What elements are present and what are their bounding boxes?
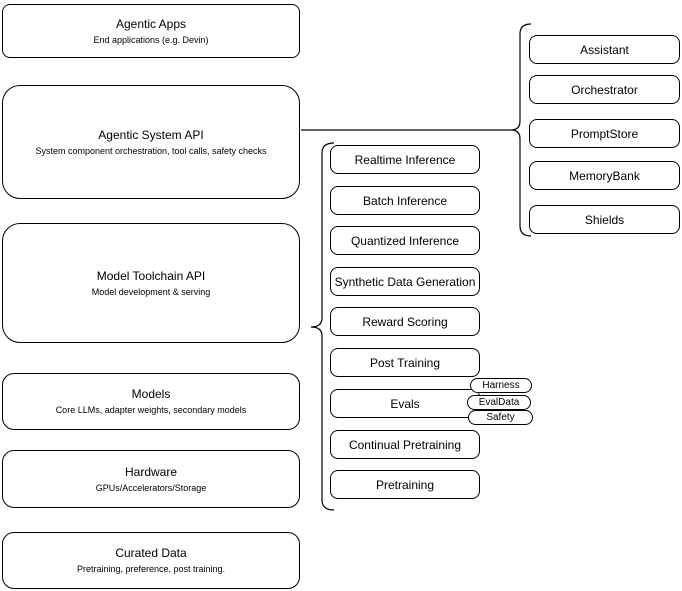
- node-subtitle: Pretraining, preference, post training.: [76, 564, 226, 574]
- node-agentic-system-api: Agentic System API System component orch…: [2, 85, 300, 199]
- node-label: Orchestrator: [571, 82, 638, 97]
- node-reward-scoring: Reward Scoring: [330, 307, 480, 336]
- node-title: Agentic System API: [98, 127, 204, 142]
- node-orchestrator: Orchestrator: [529, 75, 680, 104]
- node-title: Model Toolchain API: [96, 268, 206, 283]
- node-label: Quantized Inference: [350, 233, 460, 248]
- node-hardware: Hardware GPUs/Accelerators/Storage: [2, 450, 300, 508]
- node-batch-inference: Batch Inference: [330, 186, 480, 215]
- node-curated-data: Curated Data Pretraining, preference, po…: [2, 532, 300, 589]
- node-continual-pretraining: Continual Pretraining: [330, 430, 480, 459]
- node-label: Reward Scoring: [362, 314, 448, 329]
- node-synthetic-data-generation: Synthetic Data Generation: [330, 267, 480, 296]
- pill-harness: Harness: [470, 378, 532, 393]
- node-title: Models: [131, 387, 171, 401]
- node-model-toolchain-api: Model Toolchain API Model development & …: [2, 223, 300, 343]
- node-title: Curated Data: [115, 546, 187, 560]
- pill-evaldata: EvalData: [467, 395, 531, 410]
- node-label: Realtime Inference: [354, 152, 456, 167]
- node-label: Shields: [584, 212, 625, 227]
- pill-label: EvalData: [478, 397, 520, 408]
- node-memorybank: MemoryBank: [529, 161, 680, 190]
- node-label: MemoryBank: [569, 168, 640, 183]
- node-evals: Evals: [330, 389, 480, 418]
- node-label: PromptStore: [570, 126, 639, 141]
- node-title: Hardware: [124, 464, 178, 479]
- node-subtitle: System component orchestration, tool cal…: [35, 145, 267, 156]
- node-pretraining: Pretraining: [330, 470, 480, 499]
- node-label: Evals: [390, 396, 420, 411]
- node-label: Continual Pretraining: [348, 437, 462, 452]
- node-title: Agentic Apps: [115, 16, 187, 31]
- node-assistant: Assistant: [529, 35, 680, 64]
- node-shields: Shields: [529, 205, 680, 234]
- node-subtitle: Core LLMs, adapter weights, secondary mo…: [55, 405, 247, 415]
- node-label: Assistant: [580, 42, 629, 57]
- node-promptstore: PromptStore: [529, 119, 680, 148]
- node-label: Synthetic Data Generation: [334, 274, 476, 289]
- node-models: Models Core LLMs, adapter weights, secon…: [2, 373, 300, 430]
- system-components-brace: [510, 23, 532, 237]
- node-quantized-inference: Quantized Inference: [330, 226, 480, 255]
- node-subtitle: End applications (e.g. Devin): [93, 34, 209, 45]
- node-subtitle: Model development & serving: [91, 286, 211, 297]
- node-label: Batch Inference: [362, 193, 448, 208]
- node-agentic-apps: Agentic Apps End applications (e.g. Devi…: [2, 4, 300, 58]
- node-label: Pretraining: [375, 477, 435, 492]
- pill-label: Safety: [486, 412, 515, 423]
- node-label: Post Training: [369, 355, 441, 370]
- pill-safety: Safety: [468, 410, 533, 425]
- node-post-training: Post Training: [330, 348, 480, 377]
- node-subtitle: GPUs/Accelerators/Storage: [95, 482, 207, 493]
- pill-label: Harness: [482, 380, 520, 391]
- node-realtime-inference: Realtime Inference: [330, 145, 480, 174]
